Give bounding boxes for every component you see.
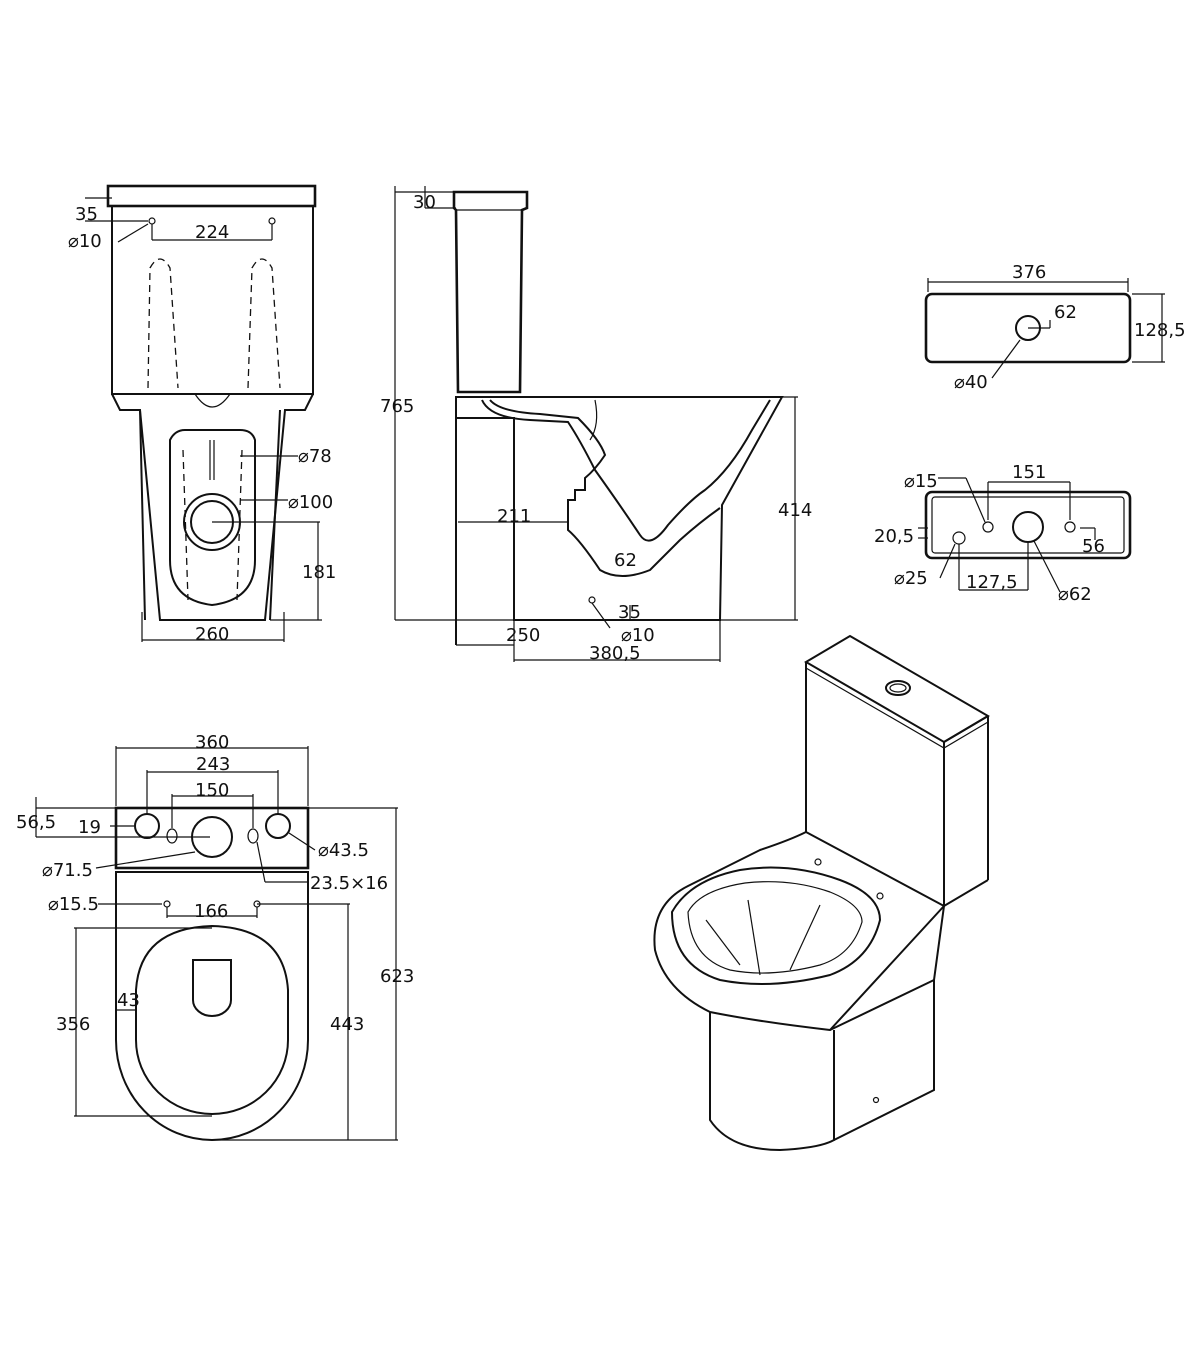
side-d-211: 211 (497, 506, 531, 527)
front-d-181: 181 (302, 562, 336, 583)
side-d-hole: ⌀10 (621, 625, 655, 646)
lid-view (924, 278, 1165, 379)
plan-view (35, 746, 398, 1141)
plan-d-356: 356 (56, 1014, 90, 1035)
plan-d-443: 443 (330, 1014, 364, 1035)
isometric-view (653, 634, 990, 1152)
front-d-78: ⌀78 (298, 446, 332, 467)
front-d-35: 35 (75, 204, 98, 225)
front-d-224: 224 (195, 222, 229, 243)
plan-d-243: 243 (196, 754, 230, 775)
tank-d-20: 20,5 (874, 526, 914, 547)
front-d-260: 260 (195, 624, 229, 645)
plan-d-slot: 23.5×16 (310, 873, 388, 894)
plan-d-623: 623 (380, 966, 414, 987)
tank-d-127: 127,5 (966, 572, 1018, 593)
front-d-100: ⌀100 (288, 492, 333, 513)
plan-d-360: 360 (195, 732, 229, 753)
plan-d-15-5: ⌀15.5 (48, 894, 99, 915)
side-d-30: 30 (413, 192, 436, 213)
lid-d-376: 376 (1012, 262, 1046, 283)
plan-d-166: 166 (194, 901, 228, 922)
tank-d-151: 151 (1012, 462, 1046, 483)
side-d-765: 765 (380, 396, 414, 417)
tank-d-15: ⌀15 (904, 471, 938, 492)
tank-d-25: ⌀25 (894, 568, 928, 589)
lid-d-40: ⌀40 (954, 372, 988, 393)
tank-d-62: ⌀62 (1058, 584, 1092, 605)
side-view (394, 186, 798, 662)
tank-top-view (918, 477, 1132, 593)
side-d-62: 62 (614, 550, 637, 571)
plan-d-150: 150 (195, 780, 229, 801)
lid-d-128: 128,5 (1134, 320, 1186, 341)
side-d-414: 414 (778, 500, 812, 521)
side-d-250: 250 (506, 625, 540, 646)
front-d-hole: ⌀10 (68, 231, 102, 252)
front-view (85, 184, 322, 642)
plan-d-56: 56,5 (16, 812, 56, 833)
lid-d-62: 62 (1054, 302, 1077, 323)
tank-d-56: 56 (1082, 536, 1105, 557)
plan-d-71-5: ⌀71.5 (42, 860, 93, 881)
side-d-380: 380,5 (589, 643, 641, 664)
plan-d-43: 43 (117, 990, 140, 1011)
plan-d-43-5: ⌀43.5 (318, 840, 369, 861)
side-d-35: 35 (618, 602, 641, 623)
plan-d-19: 19 (78, 817, 101, 838)
